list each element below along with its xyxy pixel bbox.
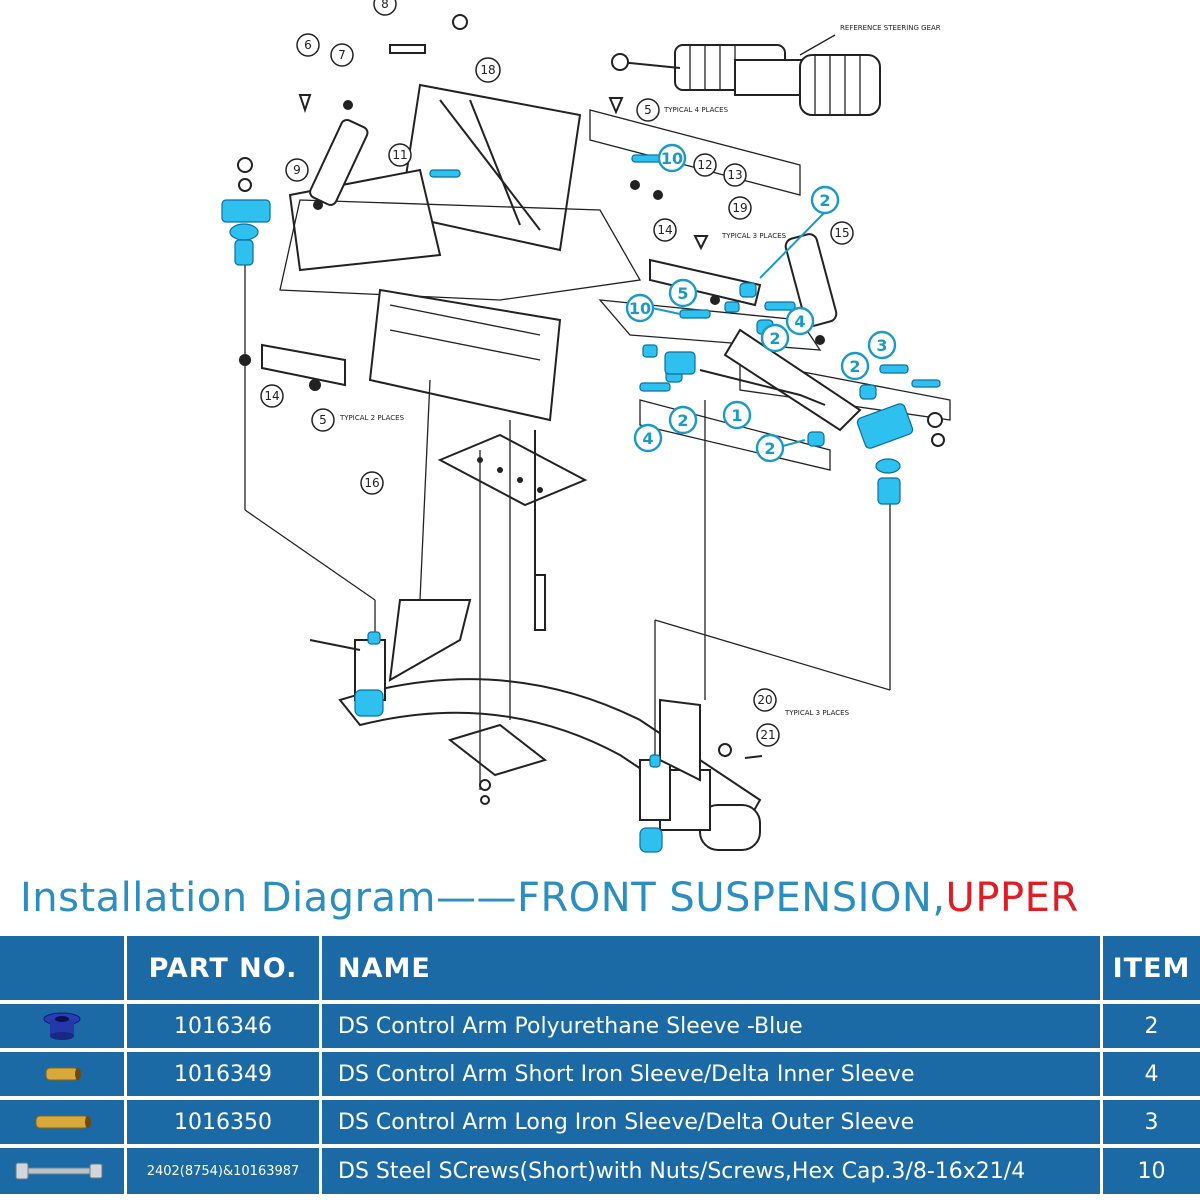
- item-number: 10: [1103, 1148, 1200, 1194]
- item-number: 4: [1103, 1052, 1200, 1096]
- header-part-no: PART NO.: [127, 936, 319, 1000]
- svg-text:10: 10: [661, 149, 683, 168]
- svg-text:14: 14: [264, 389, 279, 403]
- item-number: 2: [1103, 1004, 1200, 1048]
- long-iron-sleeve-icon: [0, 1100, 124, 1144]
- table-row: 1016346 DS Control Arm Polyurethane Slee…: [0, 1004, 1200, 1048]
- table-row: 2402(8754)&10163987 DS Steel SCrews(Shor…: [0, 1148, 1200, 1194]
- part-no: 1016350: [127, 1100, 319, 1144]
- svg-text:2: 2: [677, 411, 688, 430]
- svg-text:TYPICAL 3 PLACES: TYPICAL 3 PLACES: [784, 709, 850, 717]
- svg-text:TYPICAL 4 PLACES: TYPICAL 4 PLACES: [663, 106, 729, 114]
- front-frame: [244, 83, 951, 851]
- title-accent: UPPER: [945, 875, 1079, 921]
- steering-gear: [611, 34, 881, 116]
- part-name: DS Control Arm Long Iron Sleeve/Delta Ou…: [322, 1100, 1100, 1144]
- parts-table: PART NO. NAME ITEM 1016346 DS Control Ar…: [0, 936, 1200, 1200]
- svg-text:3: 3: [876, 336, 887, 355]
- item-number: 3: [1103, 1100, 1200, 1144]
- svg-text:14: 14: [657, 223, 672, 237]
- table-row: 1016349 DS Control Arm Short Iron Sleeve…: [0, 1052, 1200, 1096]
- part-no: 1016349: [127, 1052, 319, 1096]
- svg-text:TYPICAL 3 PLACES: TYPICAL 3 PLACES: [721, 232, 787, 240]
- table-header: PART NO. NAME ITEM: [0, 936, 1200, 1000]
- svg-text:5: 5: [644, 103, 652, 117]
- front-suspension-exploded-diagram: 8 7 6 18 5 11 9 12 13 19 14 15 14 5 16 2…: [221, 0, 951, 853]
- header-thumb-cell: [0, 936, 124, 1000]
- svg-text:6: 6: [304, 38, 312, 52]
- callouts: 8 7 6 18 5 11 9 12 13 19 14 15 14 5 16 2…: [260, 0, 854, 747]
- svg-text:2: 2: [849, 357, 860, 376]
- svg-text:12: 12: [697, 158, 712, 172]
- svg-text:REFERENCE STEERING GEAR: REFERENCE STEERING GEAR: [840, 24, 941, 32]
- svg-text:8: 8: [381, 0, 389, 11]
- svg-text:19: 19: [732, 201, 747, 215]
- svg-text:16: 16: [364, 476, 379, 490]
- svg-text:18: 18: [480, 63, 495, 77]
- svg-text:13: 13: [727, 168, 742, 182]
- part-name: DS Control Arm Polyurethane Sleeve -Blue: [322, 1004, 1100, 1048]
- svg-text:2: 2: [769, 329, 780, 348]
- part-name: DS Steel SCrews(Short)with Nuts/Screws,H…: [322, 1148, 1100, 1194]
- short-iron-sleeve-icon: [0, 1052, 124, 1096]
- part-no: 1016346: [127, 1004, 319, 1048]
- svg-text:2: 2: [819, 191, 830, 210]
- diagram-title: Installation Diagram——FRONT SUSPENSION,U…: [20, 868, 1190, 928]
- svg-text:TYPICAL 2 PLACES: TYPICAL 2 PLACES: [339, 414, 405, 422]
- svg-text:21: 21: [760, 728, 775, 742]
- svg-text:20: 20: [757, 693, 772, 707]
- title-main: Installation Diagram——FRONT SUSPENSION,: [20, 875, 946, 921]
- header-item: ITEM: [1103, 936, 1200, 1000]
- blue-sleeve-icon: [0, 1004, 124, 1048]
- diagram-notes: REFERENCE STEERING GEAR TYPICAL 4 PLACES…: [339, 24, 941, 717]
- svg-text:11: 11: [392, 148, 407, 162]
- highlight-callouts: 10 2 5 10 4 2 3 2 2 1 4 2: [625, 143, 897, 463]
- part-name: DS Control Arm Short Iron Sleeve/Delta I…: [322, 1052, 1100, 1096]
- svg-text:10: 10: [629, 299, 651, 318]
- svg-text:4: 4: [642, 429, 653, 448]
- highlighted-parts: [221, 154, 941, 853]
- svg-text:5: 5: [319, 413, 327, 427]
- svg-text:5: 5: [677, 284, 688, 303]
- header-name: NAME: [322, 936, 1100, 1000]
- svg-text:2: 2: [764, 439, 775, 458]
- svg-text:7: 7: [338, 48, 346, 62]
- svg-text:1: 1: [731, 406, 742, 425]
- part-no: 2402(8754)&10163987: [127, 1148, 319, 1194]
- screw-nut-icon: [0, 1148, 124, 1194]
- svg-text:4: 4: [794, 312, 805, 331]
- svg-text:15: 15: [834, 226, 849, 240]
- table-row: 1016350 DS Control Arm Long Iron Sleeve/…: [0, 1100, 1200, 1144]
- hardware: [237, 14, 945, 805]
- svg-text:9: 9: [293, 163, 301, 177]
